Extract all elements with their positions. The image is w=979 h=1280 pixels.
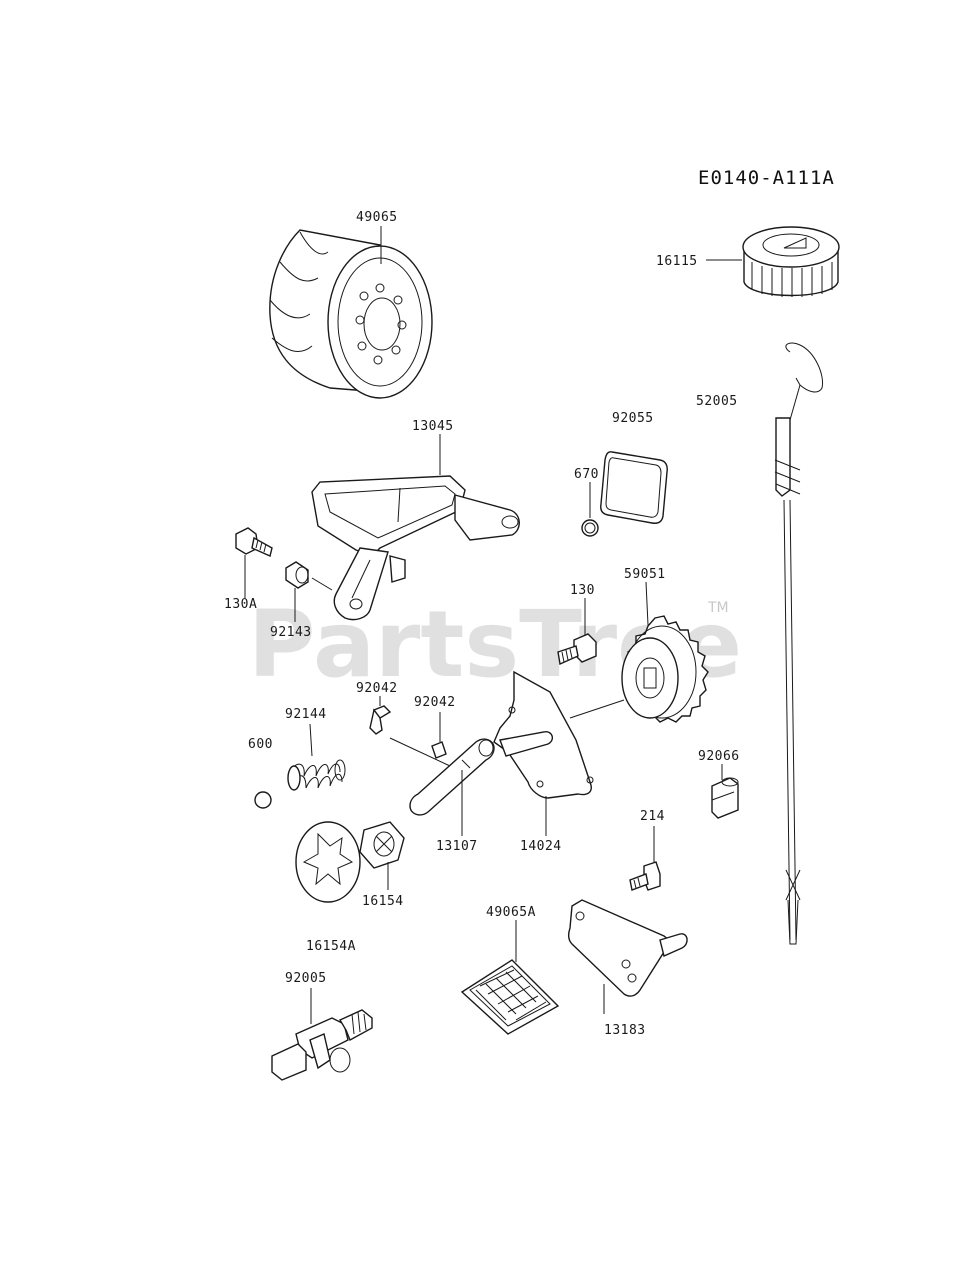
o-ring-drawing[interactable] <box>581 519 599 537</box>
watermark-tm: TM <box>707 600 729 616</box>
shaft-drawing[interactable] <box>409 738 495 816</box>
collar-drawing[interactable] <box>285 561 309 589</box>
label-214: 214 <box>640 809 665 824</box>
gear-drawing[interactable] <box>621 615 709 723</box>
gasket-drawing[interactable] <box>600 451 668 524</box>
label-16154A: 16154A <box>306 939 356 954</box>
label-59051: 59051 <box>624 567 666 582</box>
label-14024: 14024 <box>520 839 562 854</box>
oil-pan-bracket-drawing[interactable] <box>311 475 520 621</box>
fitting-drawing[interactable] <box>271 1009 373 1081</box>
plug-drawing[interactable] <box>711 777 739 819</box>
label-92066: 92066 <box>698 749 740 764</box>
label-49065: 49065 <box>356 210 398 225</box>
pin-right-drawing[interactable] <box>431 741 447 759</box>
label-600: 600 <box>248 737 273 752</box>
dipstick-drawing[interactable] <box>774 342 824 945</box>
label-16115: 16115 <box>656 254 698 269</box>
label-92042-left: 92042 <box>356 681 398 696</box>
bolt-130-drawing[interactable] <box>557 633 597 666</box>
oil-filler-cap-drawing[interactable] <box>742 226 840 297</box>
label-92042-right: 92042 <box>414 695 456 710</box>
label-670: 670 <box>574 467 599 482</box>
label-92143: 92143 <box>270 625 312 640</box>
bolt-130a-drawing[interactable] <box>235 527 273 557</box>
label-92144: 92144 <box>285 707 327 722</box>
label-130: 130 <box>570 583 595 598</box>
label-13045: 13045 <box>412 419 454 434</box>
label-52005: 52005 <box>696 394 738 409</box>
spring-drawing[interactable] <box>287 759 346 791</box>
label-49065A: 49065A <box>486 905 536 920</box>
label-92005: 92005 <box>285 971 327 986</box>
label-92055: 92055 <box>612 411 654 426</box>
pin-left-drawing[interactable] <box>369 705 392 735</box>
cover-plate-drawing[interactable] <box>493 670 594 799</box>
label-13183: 13183 <box>604 1023 646 1038</box>
rotor-drawing[interactable] <box>359 821 405 869</box>
plate-drawing[interactable] <box>567 899 688 997</box>
label-13107: 13107 <box>436 839 478 854</box>
label-130A: 130A <box>224 597 257 612</box>
screw-drawing[interactable] <box>629 861 661 891</box>
ball-drawing[interactable] <box>254 791 272 809</box>
label-16154: 16154 <box>362 894 404 909</box>
oil-filter-drawing[interactable] <box>269 229 433 399</box>
screen-filter-drawing[interactable] <box>460 959 560 1035</box>
drawing-code: E0140-A111A <box>698 167 835 189</box>
outer-rotor-drawing[interactable] <box>295 821 361 903</box>
